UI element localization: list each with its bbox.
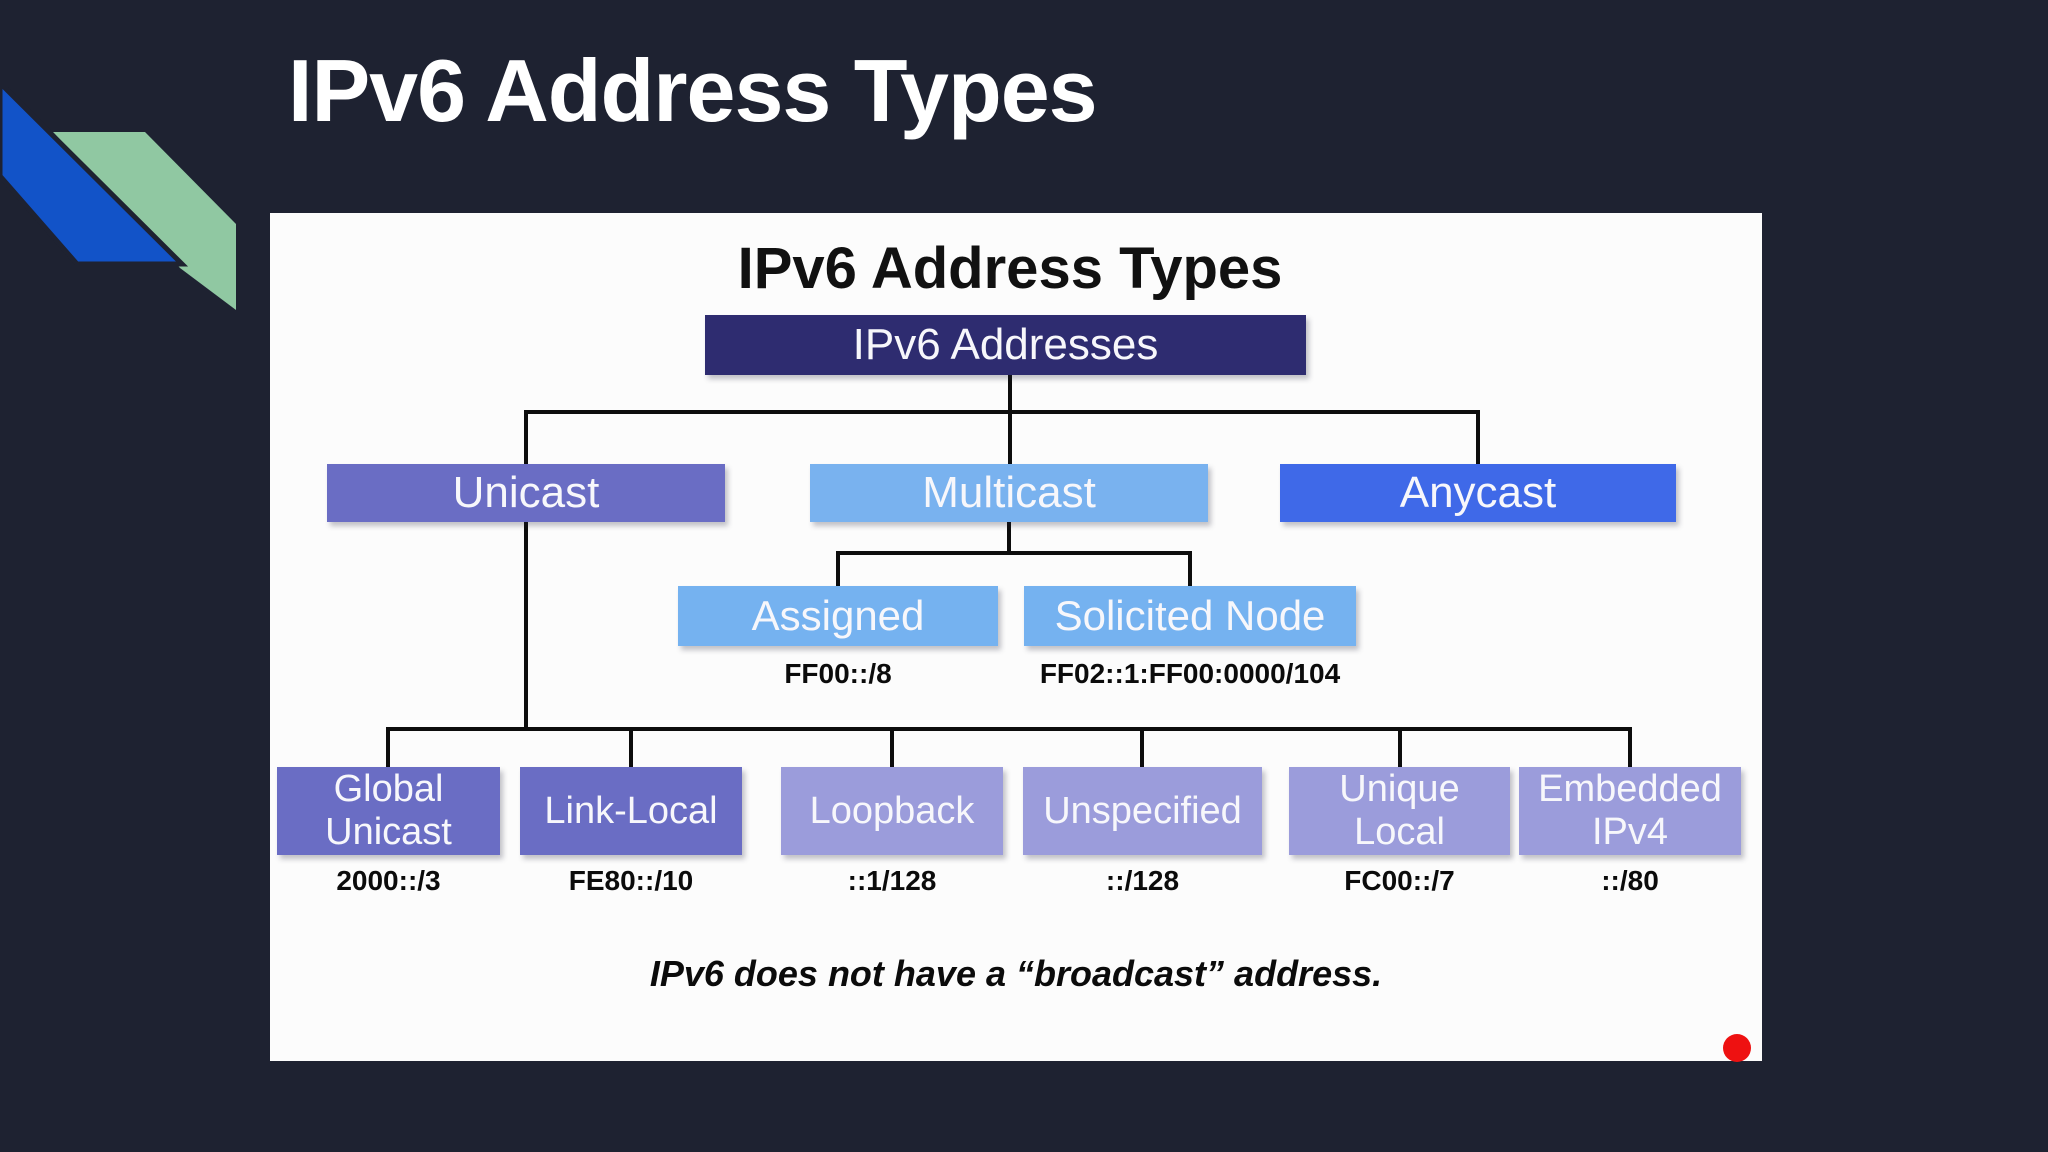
diagram-title: IPv6 Address Types [737,236,1283,301]
prefix-unique-local: FC00::/7 [1344,865,1455,896]
prefix-assigned: FF00::/8 [784,658,892,689]
green-stripe [53,132,236,310]
node-ipv6-addresses: IPv6 Addresses [705,315,1306,375]
prefix-unspecified: ::/128 [1105,865,1180,896]
node-assigned: Assigned [678,586,998,646]
node-solicited-node: Solicited Node [1024,586,1356,646]
node-anycast: Anycast [1280,464,1676,522]
diagram-panel: IPv6 Address Types IPv6 Addresses Unicas… [270,213,1762,1062]
broadcast-note: IPv6 does not have a “broadcast” address… [649,953,1383,994]
node-embedded-ipv4: Embedded IPv4 [1519,767,1741,855]
node-unicast: Unicast [327,464,725,522]
prefix-embedded-ipv4: ::/80 [1601,865,1659,896]
prefix-global-unicast: 2000::/3 [336,865,441,896]
node-unspecified: Unspecified [1023,767,1262,855]
prefix-solicited-node: FF02::1:FF00:0000/104 [1039,658,1341,689]
blue-stripe [0,79,189,267]
node-multicast: Multicast [810,464,1208,522]
node-unique-local: Unique Local [1289,767,1510,855]
node-loopback: Loopback [781,767,1003,855]
node-global-unicast: Global Unicast [277,767,500,855]
prefix-loopback: ::1/128 [847,865,937,896]
slide-title: IPv6 Address Types [288,41,1098,140]
corner-decoration-stripes [0,79,236,310]
tree-connectors [386,375,1632,767]
node-link-local: Link-Local [520,767,742,855]
prefix-link-local: FE80::/10 [568,865,694,896]
red-dot-indicator [1723,1034,1751,1062]
